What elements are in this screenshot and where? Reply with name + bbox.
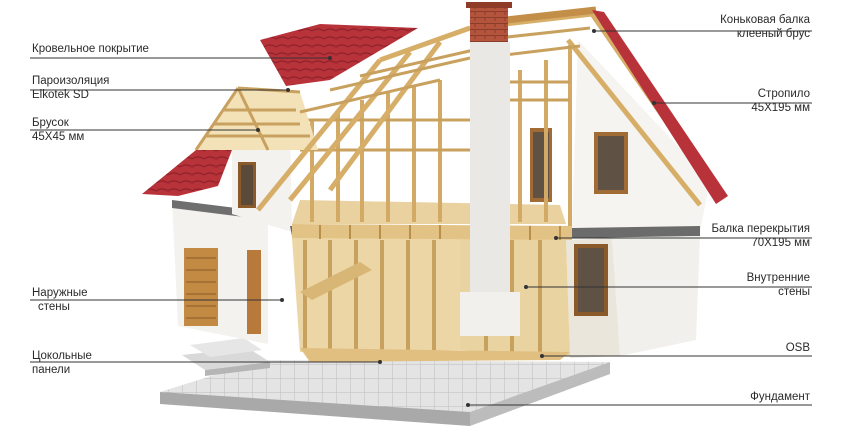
label-base-panels: Цокольные панели <box>32 349 92 377</box>
label-interior-walls: Внутренние стены <box>747 271 810 299</box>
label-rafter: Стропило 45Х195 мм <box>751 87 810 115</box>
label-ridge-beam: Коньковая балка клееный брус <box>720 13 810 41</box>
label-foundation: Фундамент <box>750 390 810 404</box>
label-exterior-walls: Наружные стены <box>32 286 88 314</box>
label-floor-beam: Балка перекрытия 70Х195 мм <box>711 222 810 250</box>
label-batten: Брусок 45Х45 мм <box>32 116 84 144</box>
label-roofing: Кровельное покрытие <box>32 42 149 56</box>
label-vapor-barrier: Пароизоляция Elkotek SD <box>32 74 109 102</box>
left-wing-wall <box>172 200 268 344</box>
garage-door <box>184 248 218 326</box>
entrance-door <box>247 250 261 334</box>
label-osb: OSB <box>786 341 810 355</box>
